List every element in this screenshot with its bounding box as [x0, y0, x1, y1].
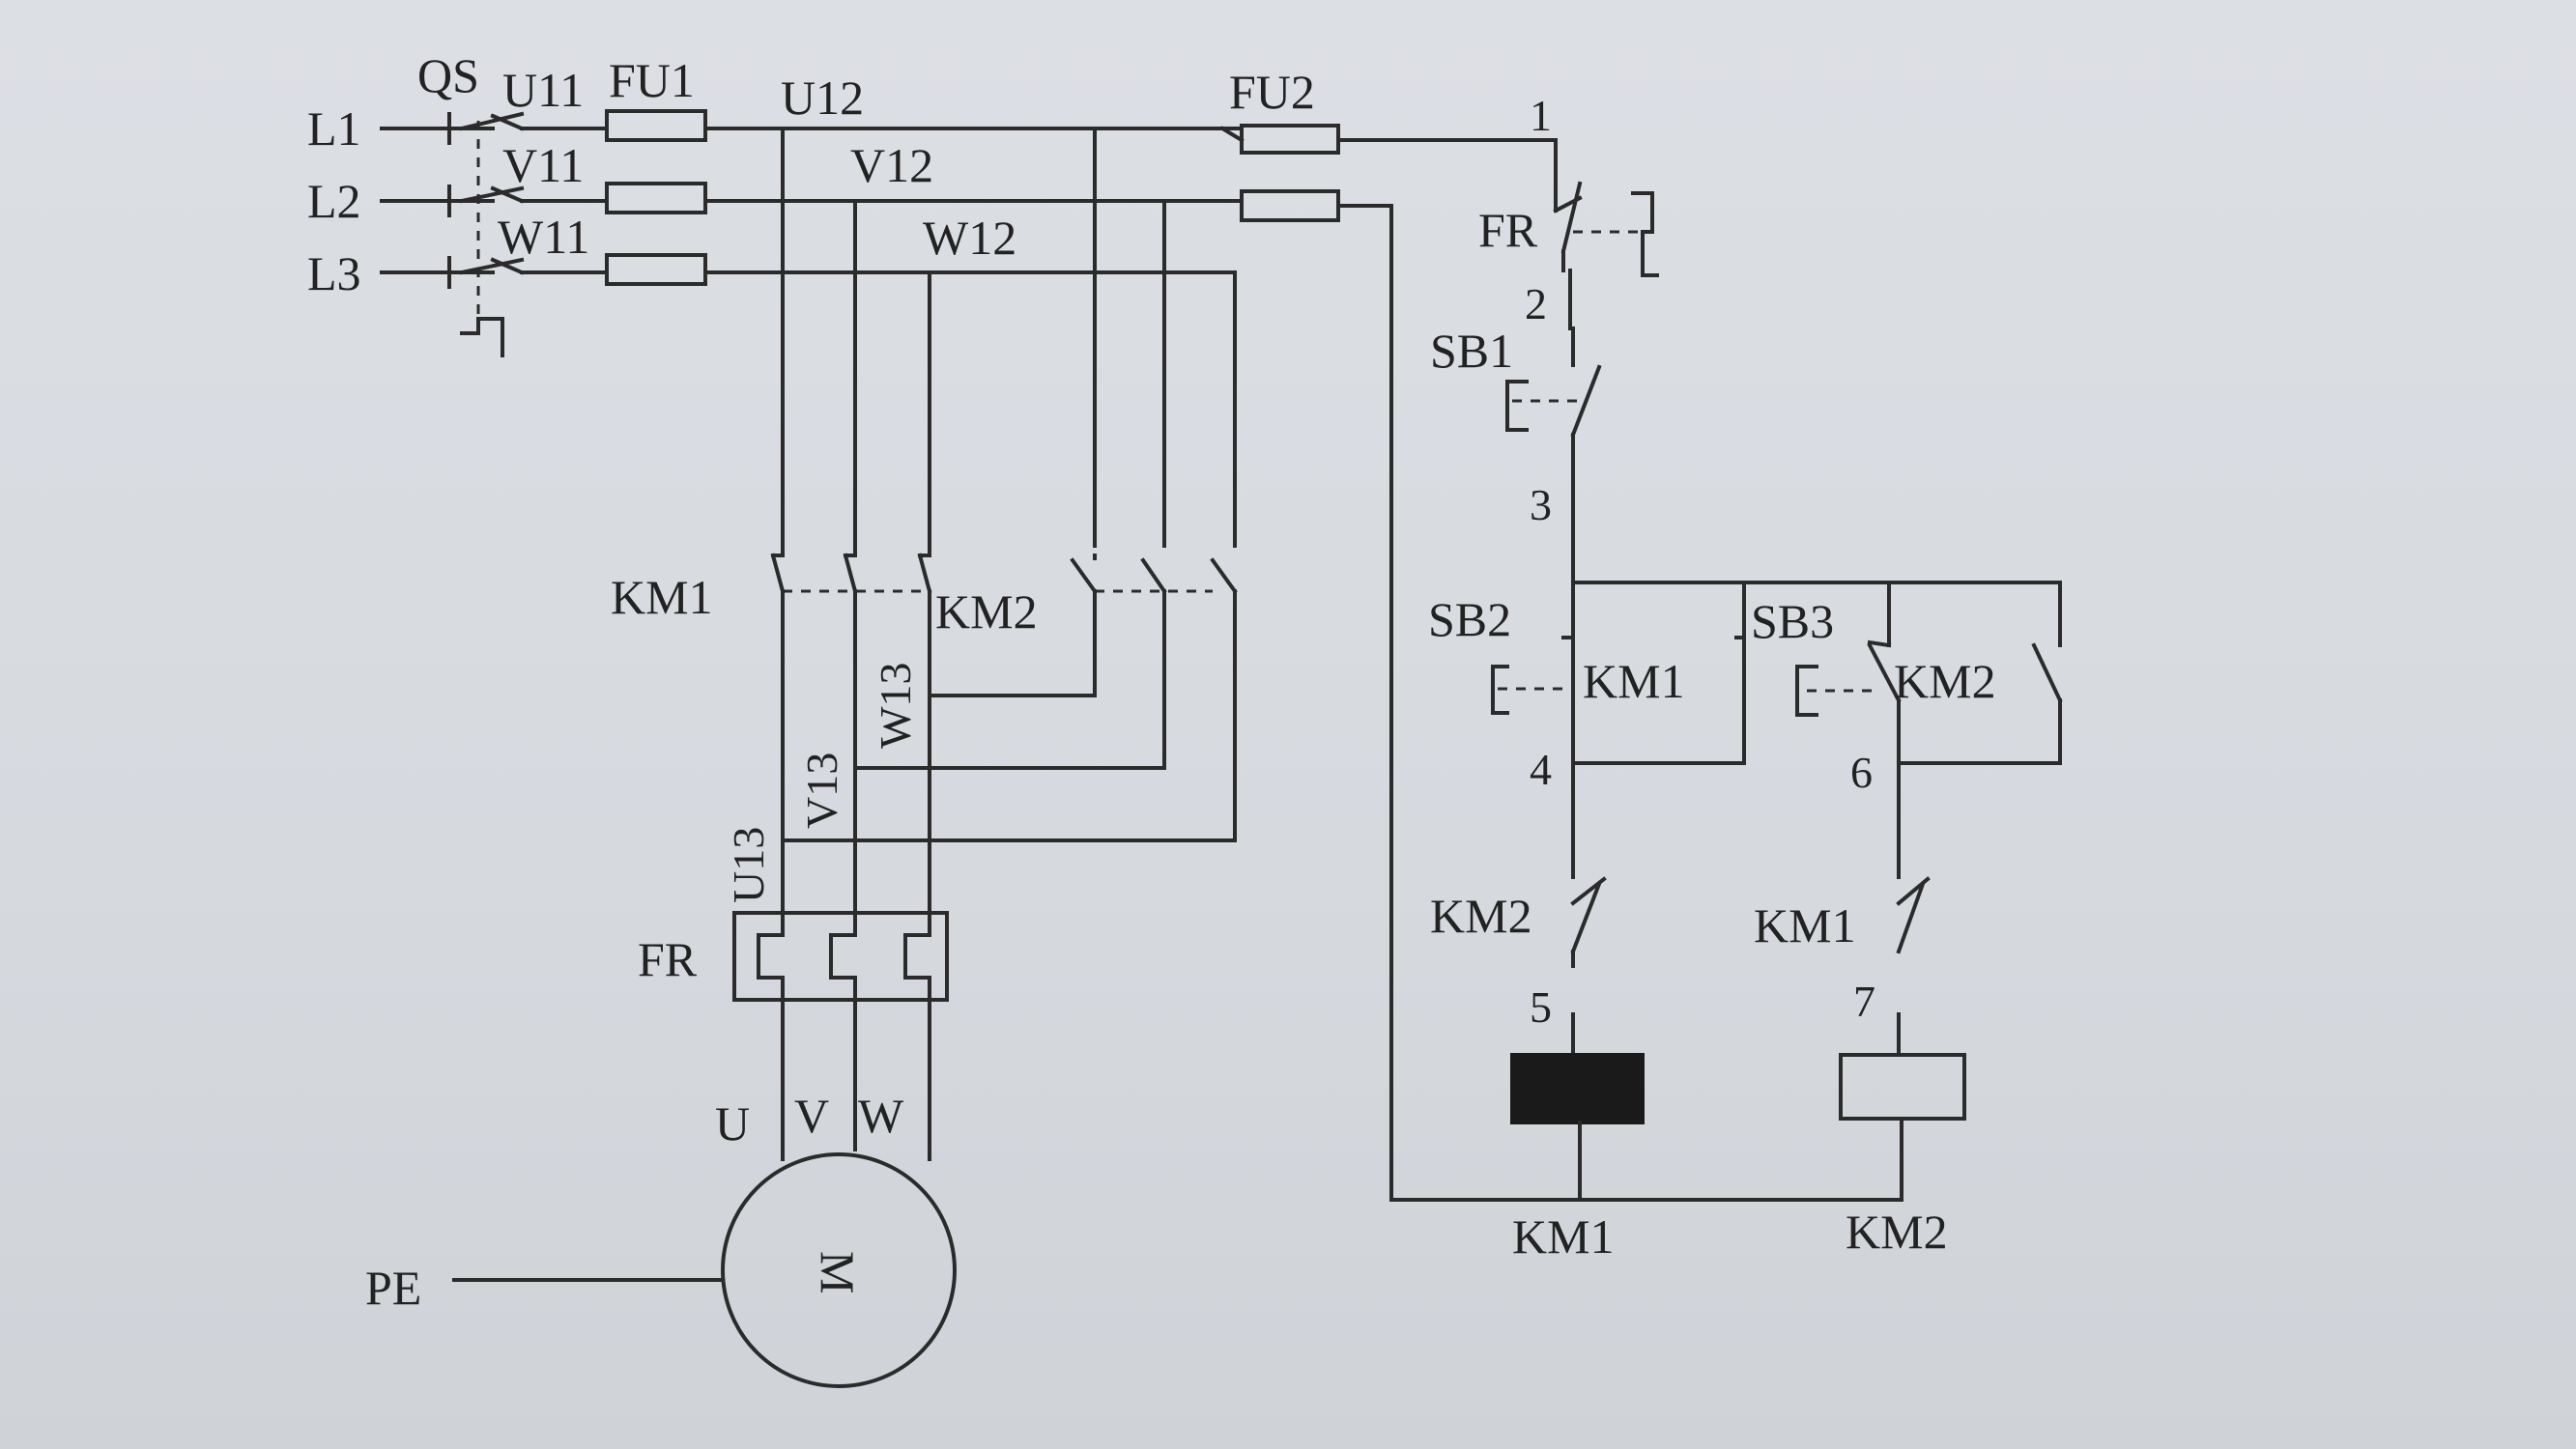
- label-km1-interlock: KM1: [1754, 898, 1856, 952]
- label-node-2: 2: [1525, 279, 1547, 328]
- label-node-1: 1: [1530, 91, 1552, 140]
- thermal-relay-fr: [732, 911, 949, 1161]
- km2-coil: [1839, 1053, 1966, 1121]
- label-v13: V13: [797, 753, 846, 829]
- km1-coil: [1510, 1053, 1645, 1124]
- label-v11: V11: [502, 138, 584, 192]
- control-circuit: [1389, 181, 2063, 1202]
- motor: [452, 1152, 957, 1388]
- label-w13: W13: [871, 663, 920, 749]
- labels: L1 L2 L3 QS U11 FU1 V11 W11 U12 V12 W12 …: [307, 48, 1996, 1315]
- label-km2-main: KM2: [935, 584, 1038, 639]
- km2-main-contacts: [781, 127, 1238, 842]
- label-fr-control: FR: [1478, 203, 1538, 257]
- label-node-7: 7: [1853, 977, 1875, 1026]
- label-l2: L2: [307, 174, 361, 228]
- label-km1-main: KM1: [611, 570, 713, 624]
- label-km1-hold: KM1: [1583, 654, 1685, 708]
- label-qs: QS: [417, 48, 479, 102]
- label-fr-main: FR: [638, 932, 698, 986]
- label-v12: V12: [850, 138, 933, 192]
- fuse-fu2: [1090, 124, 1558, 1202]
- label-node-6: 6: [1850, 748, 1873, 797]
- label-l1: L1: [307, 101, 361, 156]
- km1-main-contacts: [770, 127, 932, 915]
- label-pe: PE: [365, 1261, 421, 1315]
- label-w: W: [858, 1089, 904, 1143]
- label-u11: U11: [502, 63, 584, 117]
- label-coil-km2: KM2: [1846, 1205, 1948, 1259]
- label-node-3: 3: [1530, 480, 1552, 529]
- label-km2-hold: KM2: [1894, 654, 1996, 708]
- label-w12: W12: [923, 211, 1016, 265]
- label-u12: U12: [781, 71, 864, 125]
- supply-lines: [380, 111, 525, 357]
- fuse-fu1: [520, 109, 707, 286]
- label-node-4: 4: [1530, 745, 1552, 794]
- label-fu2: FU2: [1229, 65, 1315, 119]
- label-node-5: 5: [1530, 982, 1552, 1032]
- label-motor: M: [811, 1251, 865, 1293]
- label-coil-km1: KM1: [1512, 1209, 1615, 1264]
- label-u13: U13: [724, 827, 773, 903]
- label-l3: L3: [307, 246, 361, 300]
- label-u: U: [715, 1096, 750, 1151]
- label-sb3: SB3: [1751, 594, 1834, 648]
- label-km2-interlock: KM2: [1430, 889, 1532, 943]
- label-sb1: SB1: [1430, 324, 1513, 378]
- label-v: V: [794, 1089, 829, 1143]
- label-fu1: FU1: [609, 53, 695, 107]
- label-w11: W11: [498, 210, 589, 264]
- label-sb2: SB2: [1428, 592, 1511, 646]
